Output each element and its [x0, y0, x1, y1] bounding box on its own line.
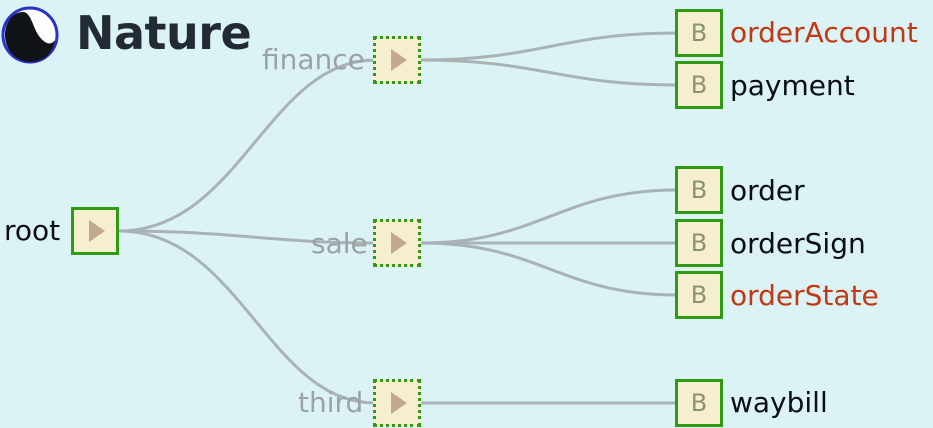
root-label: root — [4, 214, 61, 247]
play-icon — [391, 49, 407, 71]
nature-logo-icon — [1, 6, 59, 64]
edge-root-finance — [118, 58, 376, 233]
leaf-badge: B — [690, 229, 708, 257]
leaf-badge: B — [690, 389, 708, 417]
leaf-node-order[interactable]: B — [675, 166, 723, 214]
leaf-label-payment[interactable]: payment — [730, 69, 855, 102]
leaf-label-order[interactable]: order — [730, 174, 805, 207]
branch-label-third: third — [298, 386, 364, 419]
branch-label-sale: sale — [311, 227, 368, 260]
branch-label-finance: finance — [262, 43, 365, 76]
edge-finance-orderAccount — [420, 31, 678, 62]
play-icon — [391, 392, 407, 414]
edge-root-sale — [118, 229, 376, 245]
leaf-node-orderAccount[interactable]: B — [675, 9, 723, 57]
leaf-badge: B — [690, 71, 708, 99]
play-icon — [391, 232, 407, 254]
leaf-label-orderAccount[interactable]: orderAccount — [730, 16, 918, 49]
branch-node-third[interactable] — [373, 379, 421, 427]
edge-sale-orderState — [420, 241, 678, 297]
leaf-label-orderSign[interactable]: orderSign — [730, 227, 866, 260]
leaf-badge: B — [690, 19, 708, 47]
branch-node-finance[interactable] — [373, 36, 421, 84]
root-node[interactable] — [71, 207, 119, 255]
leaf-label-orderState[interactable]: orderState — [730, 279, 879, 312]
leaf-node-orderState[interactable]: B — [675, 271, 723, 319]
branch-node-sale[interactable] — [373, 219, 421, 267]
play-icon — [89, 220, 105, 242]
leaf-node-waybill[interactable]: B — [675, 379, 723, 427]
leaf-node-payment[interactable]: B — [675, 61, 723, 109]
leaf-badge: B — [690, 281, 708, 309]
leaf-label-waybill[interactable]: waybill — [730, 386, 828, 419]
leaf-badge: B — [690, 176, 708, 204]
leaf-node-orderSign[interactable]: B — [675, 219, 723, 267]
edge-sale-order — [420, 188, 678, 245]
app-title: Nature — [76, 6, 252, 60]
edge-root-third — [118, 229, 376, 405]
edge-finance-payment — [420, 58, 678, 87]
